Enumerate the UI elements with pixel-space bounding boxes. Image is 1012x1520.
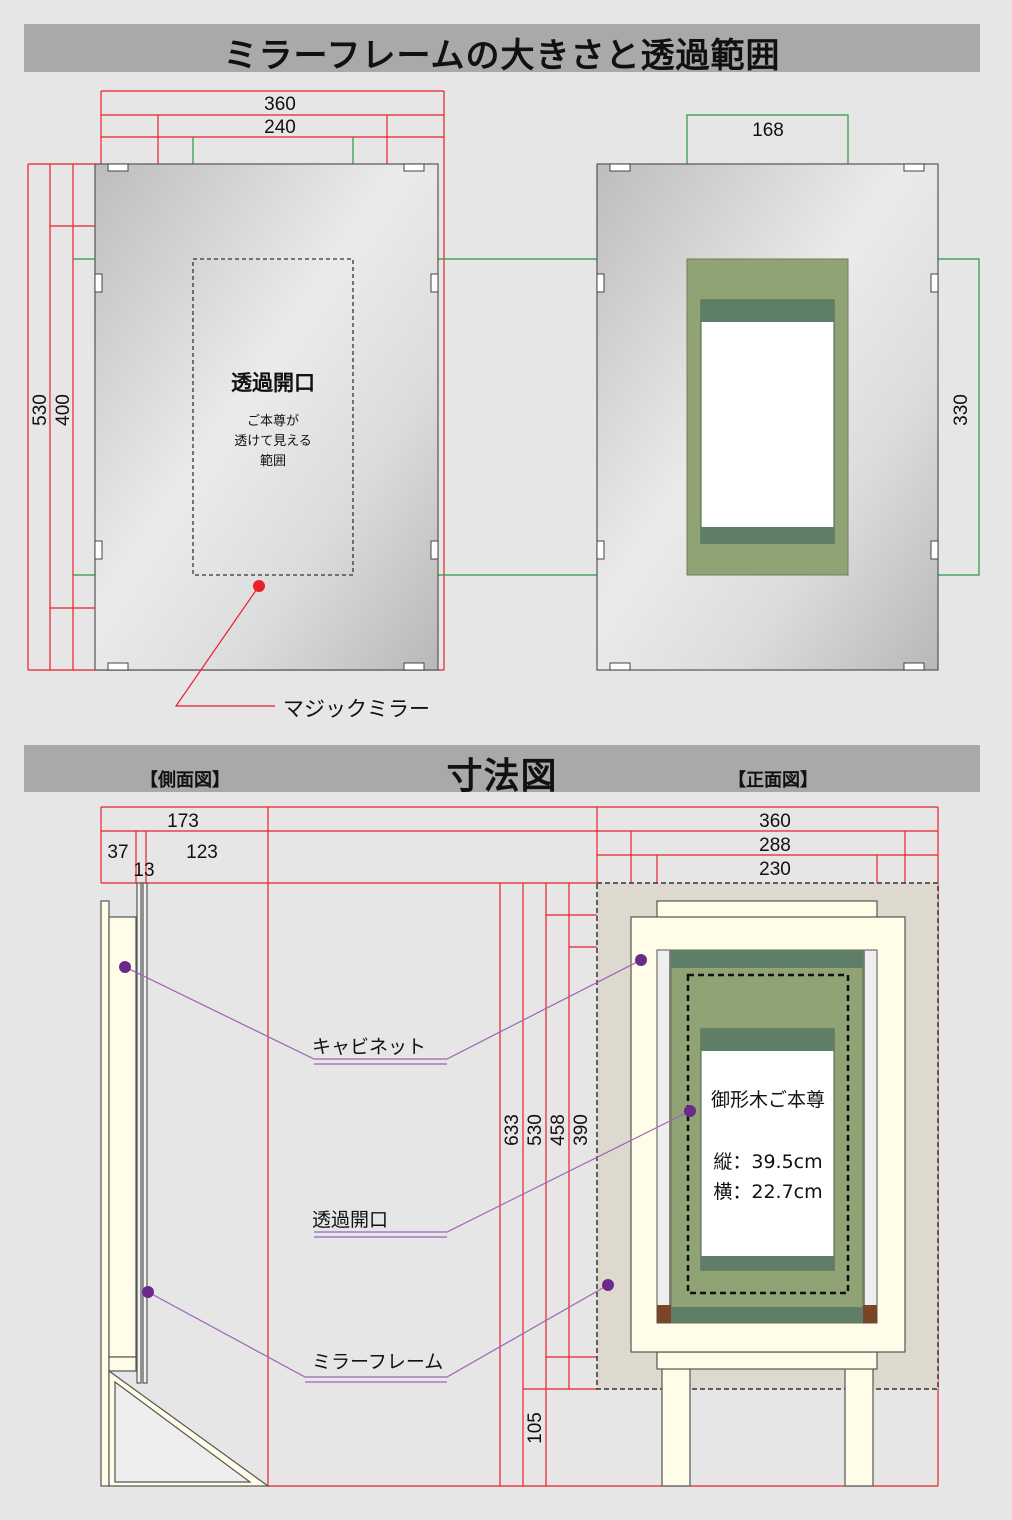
scroll-paper-bottom (701, 1256, 834, 1270)
dim-37: 37 (107, 842, 128, 863)
section-title: 寸法図 (446, 756, 558, 797)
callout-leaders (124, 959, 691, 1383)
mirror-panel-left (94, 163, 439, 671)
dim-123: 123 (186, 842, 218, 863)
dim-front-288: 288 (759, 835, 791, 856)
magic-mirror-label: マジックミラー (283, 697, 430, 721)
dim-105: 105 (525, 1412, 546, 1444)
opening-outline (192, 258, 354, 576)
scroll-preview (686, 258, 849, 576)
side-cabinet (100, 882, 270, 1487)
title-banner: ミラーフレームの大きさと透過範囲 (24, 24, 980, 76)
front-opening-dashed (686, 973, 850, 1295)
top-left-dimension-lines (27, 90, 445, 671)
opening-desc-3: 範囲 (260, 454, 286, 469)
scroll-paper (700, 1028, 835, 1271)
side-view-label: 【側面図】 (140, 770, 230, 791)
dim-front-230: 230 (759, 859, 791, 880)
mirror-clips-right (596, 163, 939, 671)
callout-opening: 透過開口 (312, 1209, 388, 1231)
dim-height-530: 530 (30, 394, 51, 426)
callout-cabinet: キャビネット (312, 1036, 426, 1058)
scroll-top-band (671, 950, 863, 968)
mirror-clips-left (94, 163, 439, 671)
dim-height-400: 400 (53, 394, 74, 426)
callout-mirror-frame: ミラーフレーム (312, 1351, 443, 1373)
scroll-name: 御形木ご本尊 (711, 1089, 825, 1111)
front-frame-rail-right (863, 950, 865, 1323)
opening-desc-1: ご本尊が (247, 413, 299, 429)
page-title: ミラーフレームの大きさと透過範囲 (223, 36, 781, 76)
dim-633: 633 (502, 1114, 523, 1146)
front-stand (656, 900, 878, 1487)
scroll-foot-right (863, 1305, 877, 1323)
dim-width-240: 240 (264, 117, 296, 138)
top-right-green-lines (686, 114, 980, 576)
front-view-label: 【正面図】 (728, 770, 818, 791)
scroll-width: 横：22.7cm (713, 1181, 822, 1203)
mirror-leader (174, 585, 275, 707)
dim-front-360: 360 (759, 811, 791, 832)
scroll-paper-top (701, 1029, 834, 1051)
dim-530: 530 (525, 1114, 546, 1146)
scroll-bottom-band (671, 1307, 863, 1323)
top-left-green-lines (73, 137, 597, 576)
opening-title: 透過開口 (231, 371, 315, 395)
section-banner: 寸法図 (24, 745, 980, 797)
dim-height-330: 330 (951, 394, 972, 426)
front-frame-rail-left (669, 950, 671, 1323)
dim-width-168: 168 (752, 120, 784, 141)
scroll-foot-left (657, 1305, 671, 1323)
dim-390: 390 (571, 1114, 592, 1146)
dim-458: 458 (548, 1114, 569, 1146)
dim-13: 13 (133, 860, 154, 881)
dim-width-360: 360 (264, 94, 296, 115)
opening-desc-2: 透けて見える (234, 434, 312, 449)
dim-173: 173 (167, 811, 199, 832)
callout-markers (119, 954, 696, 1298)
scroll-height: 縦：39.5cm (713, 1151, 822, 1173)
